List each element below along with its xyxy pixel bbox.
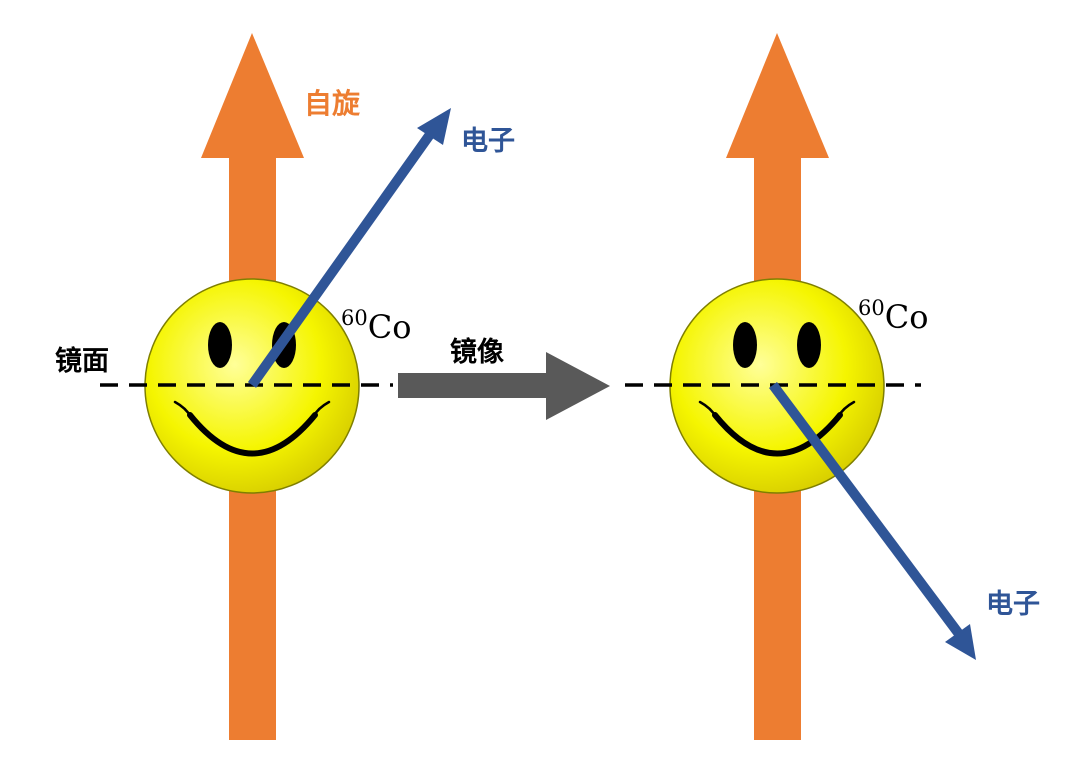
mirror-image-label: 镜像 — [450, 337, 504, 368]
mirrored-panel: 电子 60Co — [625, 33, 1040, 740]
original-panel: 自旋 电子 镜面 60Co — [55, 33, 515, 740]
right-eye — [797, 322, 821, 368]
right-arrow-icon — [398, 352, 610, 420]
spin-label: 自旋 — [304, 87, 360, 120]
isotope-mass-number: 60 — [341, 306, 368, 330]
electron-label-mirrored: 电子 — [986, 589, 1040, 620]
mirror-transform: 镜像 — [398, 337, 610, 420]
isotope-mass-number: 60 — [858, 296, 885, 320]
isotope-label-original: 60Co — [341, 306, 411, 346]
electron-arrow-icon — [247, 108, 451, 388]
right-dimple — [836, 400, 856, 419]
electron-label-original: 电子 — [461, 126, 515, 157]
smile — [187, 412, 318, 457]
left-eye — [733, 322, 757, 368]
isotope-symbol: Co — [885, 298, 929, 336]
left-dimple — [173, 400, 193, 419]
mirror-plane-label: 镜面 — [55, 346, 109, 377]
left-dimple — [698, 400, 718, 419]
electron-arrow-icon — [768, 382, 976, 660]
right-dimple — [311, 400, 331, 419]
isotope-symbol: Co — [368, 308, 412, 346]
smile — [712, 412, 843, 457]
isotope-label-mirrored: 60Co — [858, 296, 928, 336]
left-eye — [208, 322, 232, 368]
